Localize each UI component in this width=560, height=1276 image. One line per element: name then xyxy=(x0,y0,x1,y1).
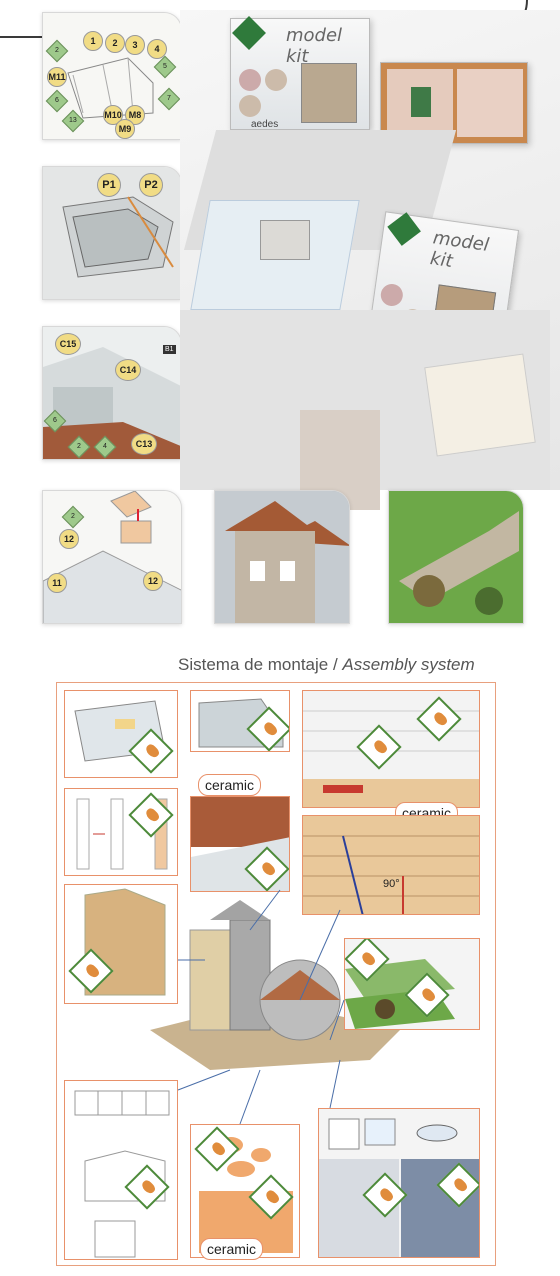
roof-drawing xyxy=(43,327,181,459)
instruction-sheet xyxy=(424,353,536,457)
tag-label: 2 xyxy=(71,513,75,520)
step-brick-wall: 90° xyxy=(302,815,480,915)
instruction-panel-house: 12 11 12 2 xyxy=(42,490,182,624)
wall-label: P1 xyxy=(97,173,121,197)
part-number: 11 xyxy=(47,573,67,593)
ceramic-label: ceramic xyxy=(198,774,262,796)
kit-photo: model kit aedes model kit xyxy=(180,10,560,510)
assembly-title-en: Assembly system xyxy=(342,655,475,674)
roof-label: C14 xyxy=(115,359,141,381)
roof-label: C15 xyxy=(55,333,81,355)
step-wall-sheet xyxy=(190,690,290,752)
house-drawing xyxy=(43,491,181,623)
part-number: 1 xyxy=(83,31,103,51)
step-plaster xyxy=(318,1108,480,1258)
tag-label: 2 xyxy=(55,47,59,54)
step-brick-laying xyxy=(302,690,480,808)
part-number: M9 xyxy=(115,119,135,139)
house-photo-drawing xyxy=(215,491,349,623)
part-number: 4 xyxy=(147,39,167,59)
part-number: M11 xyxy=(47,67,67,87)
part-number: 12 xyxy=(59,529,79,549)
tag-label: 4 xyxy=(103,443,107,450)
step-columns xyxy=(64,788,178,876)
part-number: 3 xyxy=(125,35,145,55)
kit-box-front: model kit aedes xyxy=(230,16,370,130)
card-model xyxy=(260,220,310,260)
wall-label: P2 xyxy=(139,173,163,197)
garden-photo-drawing xyxy=(389,491,523,623)
house-photo xyxy=(214,490,350,624)
angle-label: 90° xyxy=(383,878,400,890)
instruction-panel-roof: C15 C14 C13 2 4 6 B1 xyxy=(42,326,182,460)
tag-label: 2 xyxy=(77,443,81,450)
garden-photo xyxy=(388,490,524,624)
assembly-title-es: Sistema de montaje / xyxy=(178,655,343,674)
ceramic-label: ceramic xyxy=(200,1238,264,1260)
part-number: 2 xyxy=(105,33,125,53)
kit-logo: model kit xyxy=(286,25,343,67)
step-grass xyxy=(344,938,480,1030)
tag-label: 5 xyxy=(163,63,167,70)
roof-label: C13 xyxy=(131,433,157,455)
tag-label: 6 xyxy=(53,417,57,424)
brand-logo: aedes xyxy=(251,119,279,130)
instruction-panel-plan: 2 1 2 3 4 5 M11 6 7 M10 M8 M9 13 xyxy=(42,12,182,140)
step-tower xyxy=(64,884,178,1004)
assembly-frame xyxy=(56,682,496,1266)
step-base xyxy=(64,690,178,778)
assembly-title: Sistema de montaje / Assembly system xyxy=(178,655,475,675)
part-number: 12 xyxy=(143,571,163,591)
tag-label: 6 xyxy=(55,97,59,104)
step-badge: B1 xyxy=(163,345,176,354)
instruction-panel-walls: P1 P2 xyxy=(42,166,182,300)
tag-label: 13 xyxy=(69,116,77,124)
tag-label: 7 xyxy=(167,95,171,102)
step-box-fold xyxy=(64,1080,178,1260)
step-roof-tiles xyxy=(190,796,290,892)
kit-logo: model kit xyxy=(428,227,491,273)
